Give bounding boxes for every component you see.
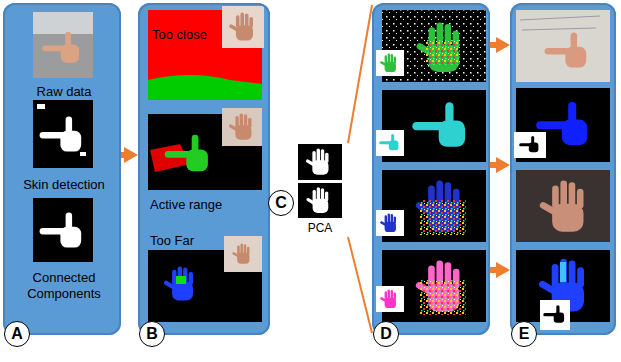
panel-letter: C [268, 190, 294, 216]
stage-panel: Too closeActive rangeToo FarB [138, 3, 270, 335]
skin-mask [33, 100, 93, 168]
caption: Raw data [9, 84, 119, 100]
too-far-image [148, 236, 262, 322]
too-close-image [229, 13, 253, 41]
segmentation-image [380, 289, 396, 308]
active-range-image [165, 135, 208, 171]
caption: Too close [152, 27, 207, 43]
too-far-image [232, 244, 250, 264]
raw-photo [42, 32, 79, 63]
result-image [539, 181, 584, 232]
panel-letter: D [373, 321, 399, 347]
skin-mask [40, 117, 82, 152]
too-far-image [224, 236, 262, 272]
active-range-image [222, 108, 262, 146]
flow-arrow [490, 42, 502, 48]
panel-fill [282, 140, 348, 240]
caption: PCA [296, 220, 344, 236]
segmentation-image [379, 134, 398, 150]
panel-fill [372, 3, 490, 335]
panel-fill [138, 3, 270, 335]
flow-arrow [121, 152, 130, 158]
stage-panel: Raw dataSkin detectionConnected Componen… [3, 3, 121, 335]
result-image [514, 132, 546, 158]
segmentation-image [380, 53, 396, 72]
result-image [519, 136, 538, 152]
pca-shape [298, 144, 342, 180]
active-range-image [150, 144, 190, 172]
caption: Too Far [150, 233, 194, 249]
component-mask [33, 198, 93, 262]
panel-fill [3, 3, 121, 335]
too-far-image [163, 266, 193, 300]
skin-mask [33, 100, 93, 168]
segmentation-image [420, 200, 466, 235]
raw-photo [33, 12, 93, 78]
pca-shape [305, 148, 328, 174]
component-mask [33, 198, 93, 262]
stage-panel: E [510, 3, 616, 335]
component-mask [40, 213, 82, 248]
result-image [516, 10, 610, 82]
raw-photo [33, 12, 93, 78]
pca-shape [306, 187, 328, 213]
caption: Active range [150, 197, 222, 213]
segmentation-image [425, 40, 460, 65]
caption: Skin detection [9, 177, 119, 193]
segmentation-image [380, 213, 396, 232]
segmentation-image [376, 10, 486, 322]
too-close-image [222, 6, 264, 48]
result-image [520, 16, 600, 30]
active-range-image [148, 114, 262, 190]
result-image [543, 305, 564, 323]
skin-mask [37, 104, 45, 109]
active-range-image [228, 113, 251, 139]
pca-shape [298, 144, 342, 218]
flow-arrow [490, 162, 502, 168]
panel-fill [3, 3, 616, 335]
stage-panel: D [372, 3, 490, 335]
segmentation-image [412, 102, 465, 147]
panel-letter: E [511, 321, 537, 347]
raw-photo [33, 12, 93, 34]
panel-letter: A [4, 321, 30, 347]
pca-shape [298, 183, 342, 218]
segmentation-image [376, 210, 404, 236]
panel-fill [510, 3, 616, 335]
fan-lines [348, 5, 372, 333]
skin-mask [80, 152, 86, 156]
result-image [540, 300, 570, 330]
segmentation-image [376, 50, 404, 76]
too-close-image [148, 75, 262, 100]
panel-letter: B [139, 321, 165, 347]
result-image [514, 10, 610, 330]
result-image [516, 88, 610, 162]
result-image [516, 170, 610, 242]
segmentation-image [376, 130, 404, 156]
caption: Connected Components [9, 270, 119, 302]
result-image [545, 33, 587, 68]
active-range-image [148, 108, 262, 190]
flow-arrow [490, 267, 502, 273]
segmentation-image [420, 280, 466, 315]
segmentation-image [376, 286, 404, 312]
too-far-image [176, 276, 186, 284]
too-close-image [148, 6, 264, 100]
result-image [560, 262, 566, 282]
segmentation-image [415, 22, 459, 72]
pca-box: PCAC [282, 140, 348, 240]
